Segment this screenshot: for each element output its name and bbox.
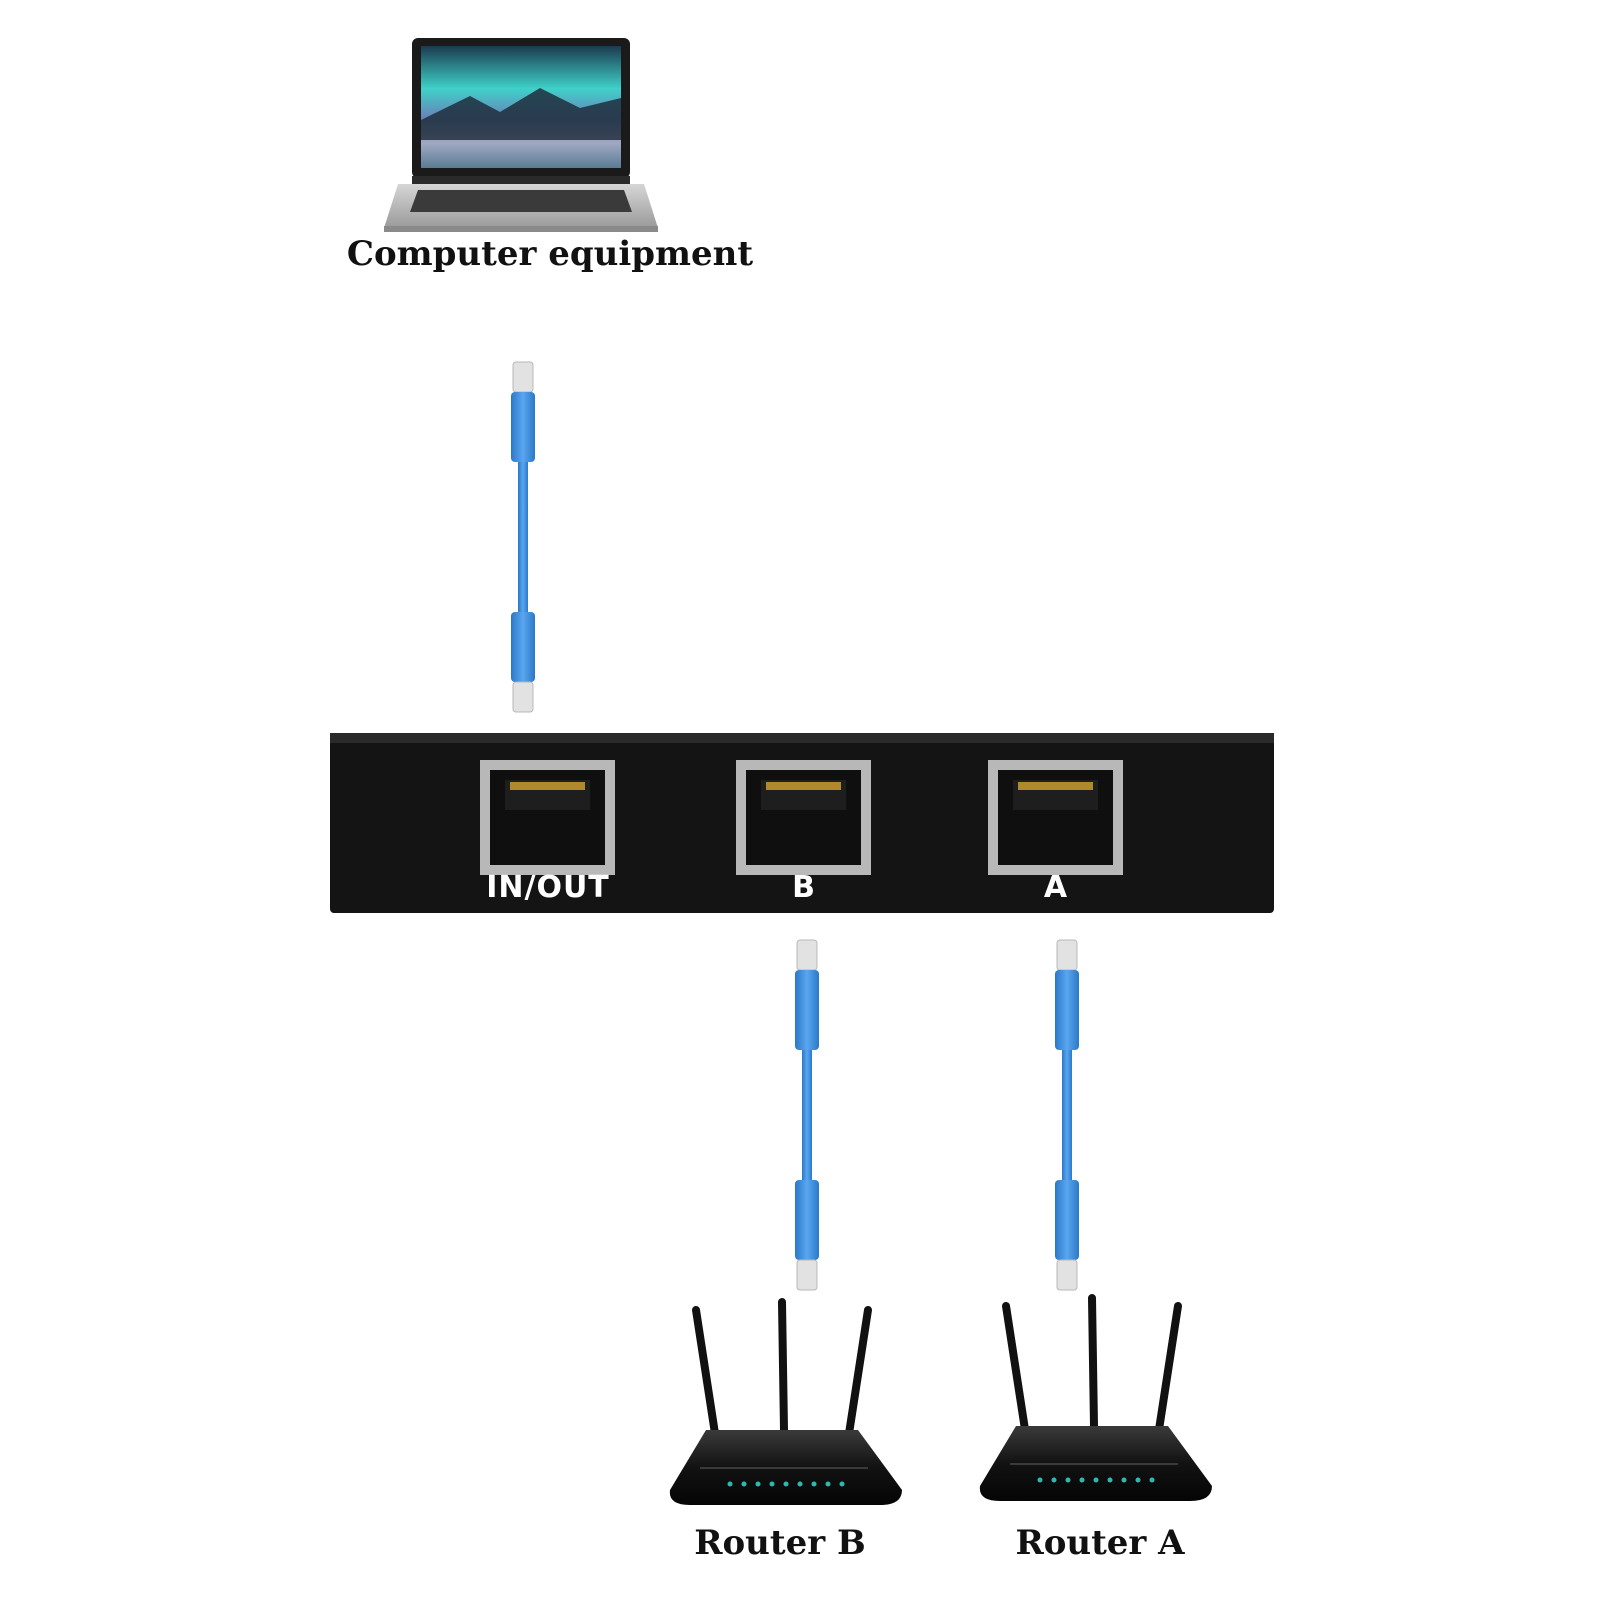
port-label-b: B: [792, 870, 816, 905]
cable-computer-to-inout: [511, 361, 535, 713]
laptop-icon: [384, 38, 658, 232]
router-b-icon: [669, 1298, 902, 1505]
router-b-label: Router B: [694, 1523, 866, 1563]
port-b: [736, 760, 871, 875]
cable-b-to-router-b: [795, 939, 819, 1291]
port-a: [988, 760, 1123, 875]
port-label-a: A: [1043, 870, 1069, 905]
port-label-inout: IN/OUT: [486, 870, 610, 905]
port-inout: [480, 760, 615, 875]
cable-a-to-router-a: [1055, 939, 1079, 1291]
router-a-icon: [979, 1294, 1212, 1501]
router-a-label: Router A: [1015, 1523, 1185, 1563]
computer-equipment-label: Computer equipment: [346, 234, 754, 274]
